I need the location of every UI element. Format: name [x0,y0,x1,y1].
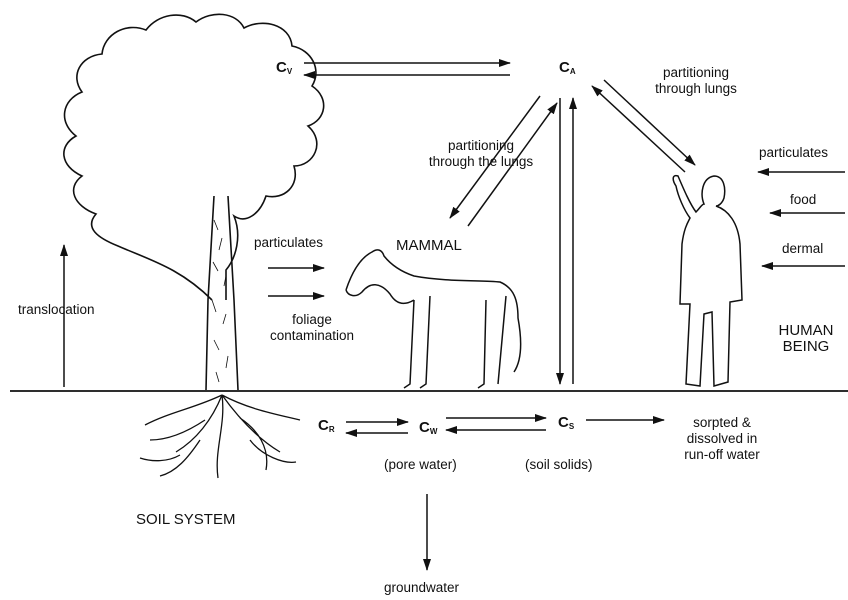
symbol-cs: CS [558,414,574,431]
symbol-cw: CW [419,419,437,436]
label-particulates-tree: particulates [254,235,323,251]
label-dermal: dermal [782,241,823,257]
symbol-cv: CV [276,59,292,76]
label-particulates-human: particulates [759,145,828,161]
label-pore-water: (pore water) [384,457,457,473]
tree-roots [140,395,300,478]
horse-silhouette [346,250,521,388]
label-human-being: HUMAN BEING [764,323,848,355]
label-soil-solids: (soil solids) [525,457,593,473]
human-silhouette [673,176,742,386]
symbol-ca: CA [559,59,576,76]
bark-texture [212,220,228,382]
label-runoff: sorpted & dissolved in run-off water [670,415,774,463]
label-mammal: MAMMAL [396,238,462,254]
label-translocation: translocation [18,302,95,318]
label-foliage-contamination: foliage contamination [262,312,362,344]
label-groundwater: groundwater [384,580,459,596]
symbol-cr: CR [318,417,335,434]
label-food: food [790,192,816,208]
label-partitioning-mammal: partitioning through the lungs [406,138,556,170]
tree-trunk [206,196,238,390]
label-soil-system: SOIL SYSTEM [136,512,235,528]
arrow-human-to-ca [592,86,685,172]
tree-crown [64,14,324,300]
label-partitioning-human: partitioning through lungs [646,65,746,97]
